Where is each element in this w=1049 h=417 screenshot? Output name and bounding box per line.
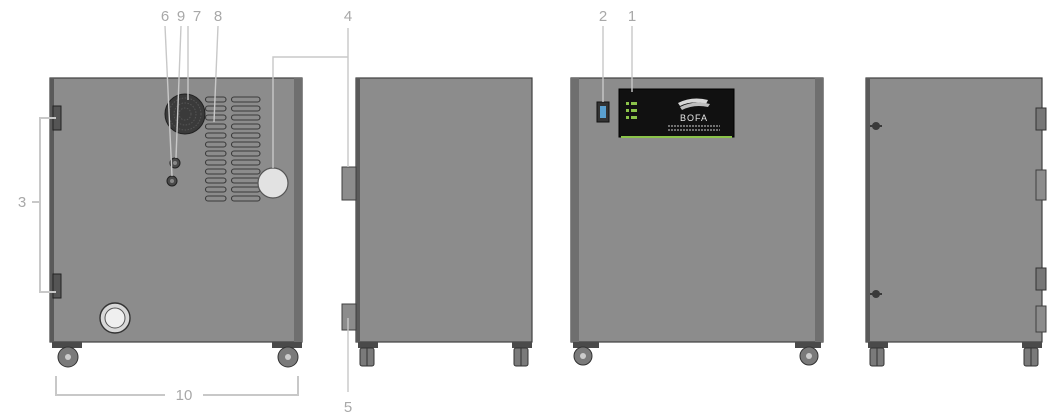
vent-slot bbox=[204, 96, 227, 103]
leader-8 bbox=[213, 25, 219, 123]
knob-lower-center bbox=[170, 179, 174, 183]
control-view: BOFA bbox=[570, 77, 824, 366]
latch-icon-bottom bbox=[870, 290, 882, 298]
control-panel: BOFA bbox=[618, 88, 735, 138]
side-right-hinge-top bbox=[1035, 107, 1047, 131]
brand-logo: BOFA bbox=[680, 113, 708, 123]
side-view-right bbox=[865, 77, 1047, 367]
castor-side-right-rear bbox=[1022, 342, 1042, 367]
castor-side-front bbox=[358, 342, 378, 367]
power-switch-icon bbox=[596, 101, 610, 123]
status-led-icon bbox=[626, 102, 637, 119]
bracket-10-left bbox=[55, 376, 165, 396]
castor-side-right-front bbox=[868, 342, 888, 367]
vent-slot bbox=[230, 105, 261, 112]
callout-10: 10 bbox=[176, 387, 193, 404]
side-cabinet-body bbox=[355, 77, 533, 343]
castor-rear-right bbox=[795, 342, 821, 366]
vent-slot bbox=[204, 186, 227, 193]
vent-slot bbox=[230, 141, 261, 148]
callout-5: 5 bbox=[344, 399, 352, 416]
castor-front-left bbox=[52, 342, 82, 368]
front-cabinet-left-edge bbox=[50, 78, 54, 342]
leader-9 bbox=[175, 25, 182, 159]
vent-slot bbox=[204, 150, 227, 157]
vent-slot bbox=[204, 105, 227, 112]
vent-slot bbox=[230, 114, 261, 121]
side-cabinet-front-edge bbox=[356, 78, 360, 342]
latch-icon-top bbox=[870, 122, 882, 130]
vent-slot bbox=[204, 141, 227, 148]
vent-slot bbox=[204, 132, 227, 139]
vent-slot bbox=[204, 114, 227, 121]
bracket-10-right bbox=[203, 376, 299, 396]
castor-rear-left bbox=[573, 342, 599, 366]
inlet-port-inner bbox=[104, 307, 126, 329]
vent-slot bbox=[230, 195, 261, 202]
vent-slot bbox=[230, 96, 261, 103]
vent-slot bbox=[204, 168, 227, 175]
front-view bbox=[49, 77, 303, 368]
callout-8: 8 bbox=[214, 8, 222, 25]
vent-slot bbox=[230, 132, 261, 139]
vent-slot bbox=[230, 123, 261, 130]
castor-side-rear bbox=[512, 342, 532, 367]
callout-2: 2 bbox=[599, 8, 607, 25]
castor-front-right bbox=[272, 342, 302, 368]
vent-slot bbox=[204, 123, 227, 130]
callout-1: 1 bbox=[628, 8, 636, 25]
fan-grille-icon bbox=[164, 93, 206, 135]
side-upper-port bbox=[341, 166, 357, 201]
control-cabinet-right-edge bbox=[815, 78, 823, 342]
callout-7: 7 bbox=[193, 8, 201, 25]
side-lower-port bbox=[341, 303, 357, 331]
side-right-upper-port bbox=[1035, 169, 1047, 201]
side-right-hinge-bottom bbox=[1035, 267, 1047, 291]
vent-slot bbox=[204, 195, 227, 202]
vent-slot bbox=[204, 177, 227, 184]
vent-slot bbox=[230, 168, 261, 175]
side-right-cabinet-edge bbox=[866, 78, 870, 342]
knob-upper-center bbox=[173, 161, 177, 165]
callout-labels: 6 9 7 8 4 2 1 3 10 5 bbox=[18, 8, 636, 416]
leader-6 bbox=[164, 25, 173, 177]
brand-swoosh-icon bbox=[678, 98, 710, 110]
side-view-left bbox=[341, 77, 533, 367]
vent-slot bbox=[204, 159, 227, 166]
outlet-port bbox=[257, 167, 289, 199]
bracket-3 bbox=[39, 117, 56, 293]
front-cabinet-edge bbox=[294, 78, 302, 342]
callout-6: 6 bbox=[161, 8, 169, 25]
callout-9: 9 bbox=[177, 8, 185, 25]
hinge-bottom bbox=[52, 273, 62, 299]
callout-3: 3 bbox=[18, 194, 26, 211]
side-right-cabinet-body bbox=[865, 77, 1043, 343]
side-right-lower-port bbox=[1035, 305, 1047, 333]
control-cabinet-left-edge bbox=[571, 78, 579, 342]
callout-4: 4 bbox=[344, 8, 352, 25]
vent-slot bbox=[230, 159, 261, 166]
leader-4-left bbox=[272, 56, 348, 168]
vent-slot bbox=[230, 150, 261, 157]
leader-lines bbox=[164, 25, 633, 392]
